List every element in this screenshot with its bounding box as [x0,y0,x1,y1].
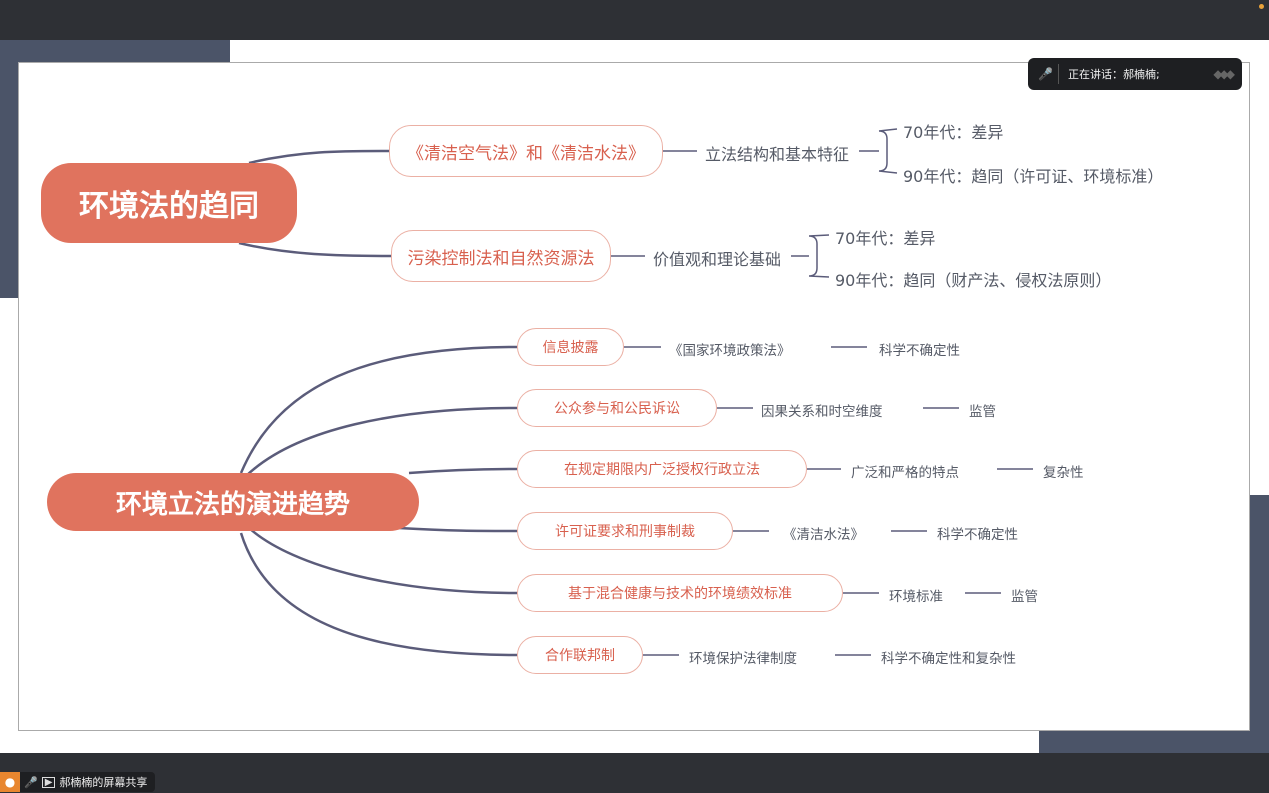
connector-root2-branch6 [239,532,518,657]
connector-root2-branch2 [243,406,518,479]
root-node-legislative-trends: 环境立法的演进趋势 [47,473,419,531]
speaking-indicator[interactable]: 🎤 正在讲话：郝楠楠; ◆◆◆ [1028,58,1242,90]
meeting-top-bar [0,0,1269,40]
root-node-convergence: 环境法的趋同 [41,163,297,243]
trend-end-complexity: 复杂性 [1043,465,1084,481]
screen-share-status[interactable]: ● 🎤 ▶ 郝楠楠的屏幕共享 [0,772,156,792]
mic-active-icon: 🎤 [24,775,38,789]
connector-root2-branch4 [398,526,518,533]
screen-share-icon: ▶ [41,776,56,788]
connector-root2-branch5 [248,527,518,595]
notification-dot [1259,4,1264,9]
branch-node-pollution-resources: 污染控制法和自然资源法 [391,230,611,282]
branch-aspect-values: 价值观和理论基础 [653,250,782,269]
speaking-label: 正在讲话：郝楠楠; [1068,68,1160,81]
connector-root1-branch1 [248,149,390,165]
connector-root2-branch3 [408,467,518,475]
branch-node-clean-air-water: 《清洁空气法》和《清洁水法》 [389,125,663,177]
trend-end-regulation-2: 监管 [1011,589,1038,605]
mindmap-connectors [238,128,1033,657]
branch-point-70s-difference-2: 70年代：差异 [835,229,936,248]
trend-node-cooperative-federalism: 合作联邦制 [517,636,643,674]
trend-end-uncertainty-complexity: 科学不确定性和复杂性 [881,651,1016,667]
screen-share-label: 郝楠楠的屏幕共享 [59,776,148,789]
trend-node-info-disclosure: 信息披露 [517,328,624,366]
trend-node-permits-sanctions: 许可证要求和刑事制裁 [517,512,733,550]
trend-node-performance-standards: 基于混合健康与技术的环境绩效标准 [517,574,843,612]
branch-point-70s-difference-1: 70年代：差异 [903,123,1004,142]
trend-end-regulation-1: 监管 [969,404,996,420]
trend-mid-nepa: 《国家环境政策法》 [669,343,791,359]
trend-node-public-participation: 公众参与和公民诉讼 [517,389,717,427]
mindmap-slide: 环境法的趋同 环境立法的演进趋势 《清洁空气法》和《清洁水法》 立法结构和基本特… [18,62,1250,731]
trend-end-scientific-uncertainty-2: 科学不确定性 [937,527,1018,543]
branch-point-90s-convergence-2: 90年代：趋同（财产法、侵权法原则） [835,271,1112,290]
speaker-divider [1058,64,1059,84]
trend-node-delegated-rulemaking: 在规定期限内广泛授权行政立法 [517,450,807,488]
meeting-bottom-bar [0,753,1269,793]
trend-mid-causality: 因果关系和时空维度 [761,404,883,420]
trend-end-scientific-uncertainty: 科学不确定性 [879,343,960,359]
user-avatar-icon: ● [0,772,20,792]
connector-root1-branch2 [238,241,392,258]
app-logo-icon: ◆◆◆ [1213,67,1235,81]
trend-mid-broad-strict: 广泛和严格的特点 [851,465,959,481]
trend-mid-legal-system: 环境保护法律制度 [689,651,797,667]
mic-muted-icon: 🎤 [1038,67,1053,81]
connector-root2-branch1 [239,345,518,474]
branch-point-90s-convergence-1: 90年代：趋同（许可证、环境标准） [903,167,1164,186]
branch-aspect-structure: 立法结构和基本特征 [705,145,850,164]
trend-mid-clean-water-act: 《清洁水法》 [783,527,864,543]
trend-mid-env-standards: 环境标准 [889,589,943,605]
